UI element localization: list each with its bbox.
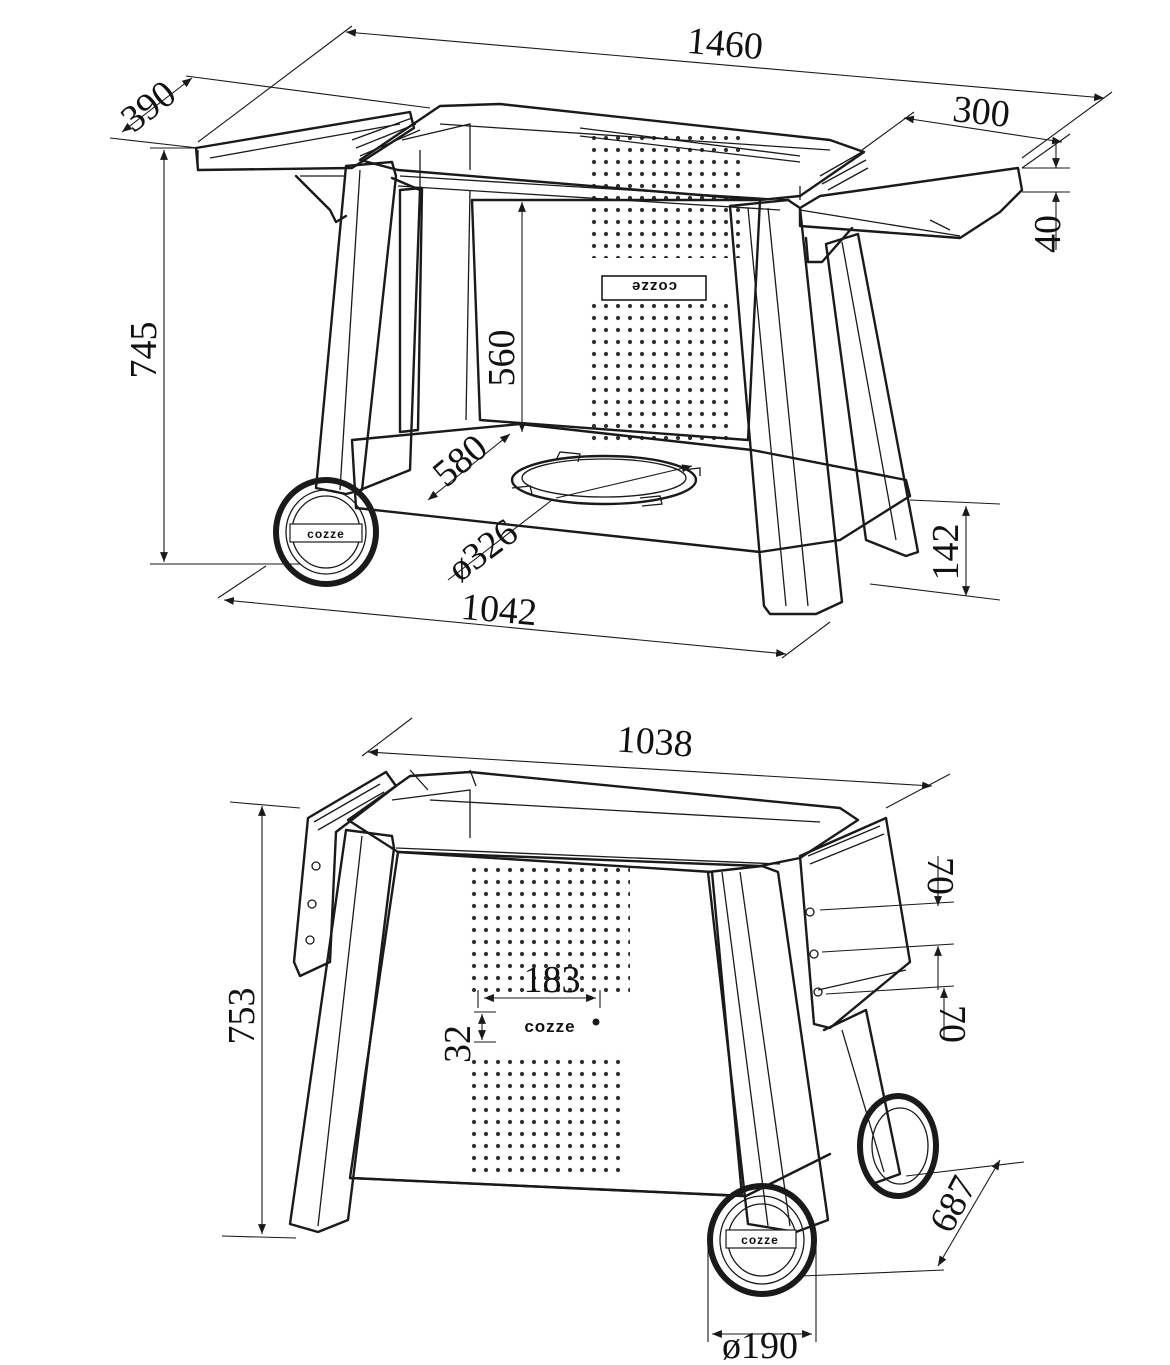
right-leg-folded [706,864,830,1234]
front-right-leg [728,198,844,616]
back-left-leg [398,186,471,434]
dim-wheel-diameter: ø190 [722,1325,798,1365]
dim-overall-height: 745 [123,322,165,379]
dim-shelf-thickness: 40 [1027,215,1069,253]
dim-logo-height: 32 [437,1025,479,1063]
wheel-back [857,1093,939,1199]
front-left-leg [314,160,422,496]
dim-folded-height: 753 [221,988,263,1045]
brand-logo-front: cozze [524,1017,575,1036]
dim-bottom-clearance: 142 [925,524,967,581]
wheel-logo-front: cozze [741,1233,779,1247]
right-folded-shelf [798,816,912,1030]
right-side-shelf [798,166,1024,264]
dim-inner-height: 560 [481,330,523,387]
dimension-lines-top [109,25,1113,659]
dim-logo-width: 183 [524,959,581,1001]
dim-shelf-offset-top: 70 [919,857,961,895]
bottom-frame-folded [348,1152,832,1198]
back-panel: cozze [470,136,762,448]
wheel-left: cozze [273,477,379,587]
left-leg-folded [288,828,396,1234]
dim-overall-width: 1460 [685,20,764,68]
left-folded-shelf [292,770,398,978]
dim-inner-depth: 580 [425,426,496,495]
top-frame-folded [346,769,860,868]
dim-depth: 687 [921,1169,985,1239]
cart-unfolded-view: cozze [109,20,1113,659]
wheel-logo: cozze [307,527,345,541]
dimension-lines-bottom [221,717,1025,1342]
dim-frame-length: 1042 [459,586,538,634]
dim-folded-width: 1038 [615,718,694,765]
back-right-leg [824,232,920,558]
dim-shelf-width: 300 [951,88,1012,136]
brand-logo: cozze [631,278,677,295]
front-panel-folded: cozze [348,850,744,1198]
cart-folded-view: cozze [221,717,1025,1365]
wheel-front: cozze [707,1183,817,1297]
dim-shelf-offset-bottom: 70 [931,1005,973,1043]
left-side-shelf [194,110,416,224]
